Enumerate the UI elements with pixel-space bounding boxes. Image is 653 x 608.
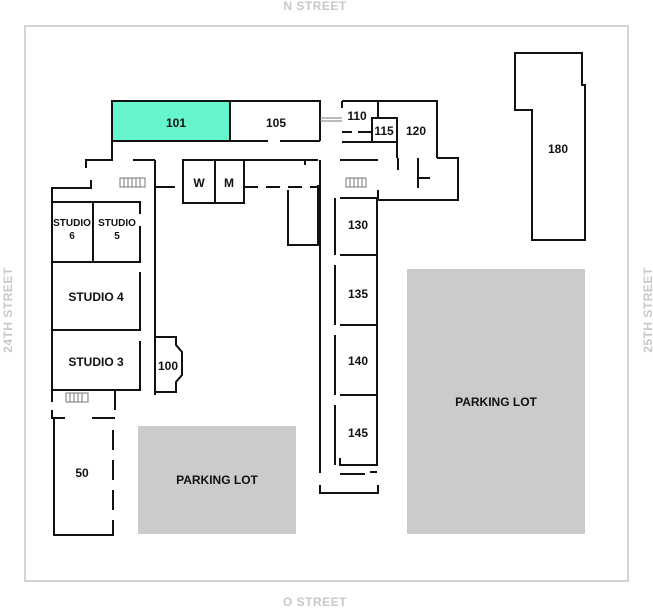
room-120[interactable]: 120 <box>378 100 438 158</box>
stairs-center <box>345 177 367 188</box>
svg-text:6: 6 <box>69 231 75 242</box>
svg-text:140: 140 <box>348 354 368 368</box>
studio-6[interactable]: STUDIO 6 <box>51 201 94 263</box>
svg-text:145: 145 <box>348 426 368 440</box>
annex-walls <box>377 157 459 201</box>
east-street-label: 25TH STREET <box>641 267 653 353</box>
svg-text:M: M <box>224 176 234 190</box>
room-115[interactable]: 115 <box>371 117 398 143</box>
studio-4[interactable]: STUDIO 4 <box>51 262 141 331</box>
room-105[interactable]: 105 <box>230 100 321 142</box>
west-corridor-wall <box>51 141 113 390</box>
center-corridor-wall <box>287 178 379 494</box>
south-street-label: O STREET <box>283 595 347 608</box>
room-w[interactable]: W <box>182 159 216 204</box>
svg-text:STUDIO: STUDIO <box>98 218 136 229</box>
svg-text:W: W <box>193 176 205 190</box>
campus-boundary <box>24 25 629 582</box>
svg-text:50: 50 <box>75 466 89 480</box>
svg-text:101: 101 <box>166 116 186 130</box>
room-100[interactable]: 100 <box>154 336 183 393</box>
studio-3[interactable]: STUDIO 3 <box>51 330 141 391</box>
svg-text:STUDIO: STUDIO <box>53 218 91 229</box>
stairs-west <box>119 177 146 188</box>
parking-lot-left[interactable]: PARKING LOT <box>138 426 296 534</box>
svg-text:STUDIO 3: STUDIO 3 <box>68 355 124 369</box>
room-130[interactable]: 130 <box>340 197 378 256</box>
south-link-walls <box>51 390 116 419</box>
svg-text:STUDIO 4: STUDIO 4 <box>68 290 124 304</box>
room-50[interactable]: 50 <box>53 418 114 536</box>
svg-text:180: 180 <box>548 142 568 156</box>
main-corridor-wall <box>133 159 378 395</box>
stair-bridge <box>320 117 342 122</box>
svg-text:110: 110 <box>347 109 367 123</box>
room-180[interactable]: 180 <box>514 52 586 241</box>
svg-text:PARKING LOT: PARKING LOT <box>176 473 258 487</box>
parking-lot-right[interactable]: PARKING LOT <box>407 269 585 534</box>
room-101[interactable]: 101 <box>111 100 231 142</box>
west-street-label: 24TH STREET <box>1 267 15 353</box>
room-135[interactable]: 135 <box>340 255 378 326</box>
stairs-south <box>65 392 89 403</box>
svg-text:PARKING LOT: PARKING LOT <box>455 395 537 409</box>
svg-text:135: 135 <box>348 287 368 301</box>
room-m[interactable]: M <box>214 159 245 204</box>
svg-text:120: 120 <box>406 124 426 138</box>
north-street-label: N STREET <box>283 0 347 13</box>
room-140[interactable]: 140 <box>340 325 378 396</box>
svg-text:5: 5 <box>114 231 120 242</box>
studio-5[interactable]: STUDIO 5 <box>93 201 141 263</box>
svg-text:100: 100 <box>158 359 178 373</box>
svg-text:105: 105 <box>266 116 286 130</box>
svg-text:115: 115 <box>374 124 394 138</box>
svg-text:130: 130 <box>348 218 368 232</box>
room-145[interactable]: 145 <box>339 395 378 475</box>
